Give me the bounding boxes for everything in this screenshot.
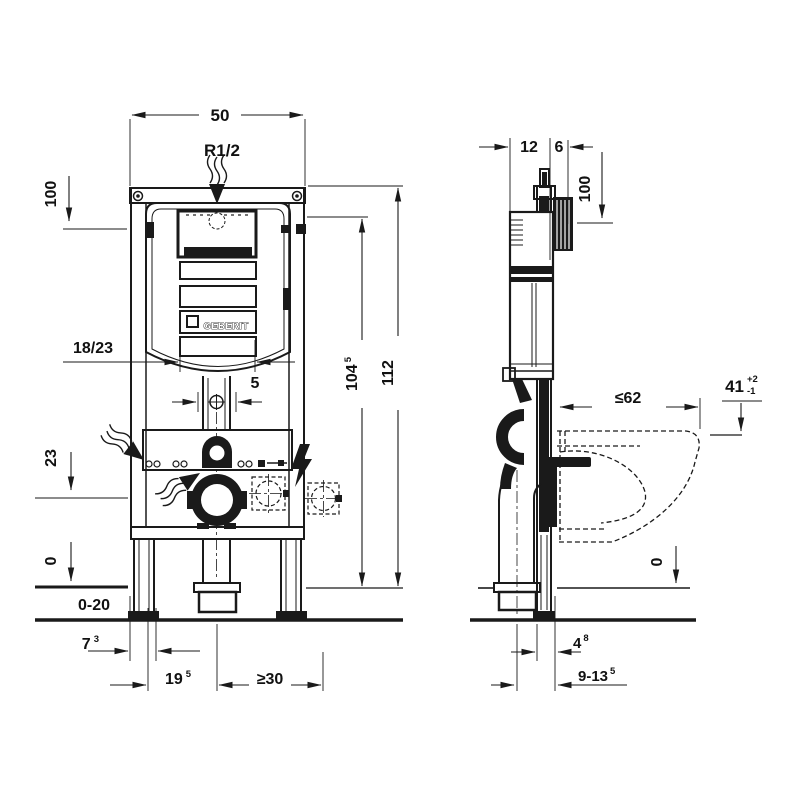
dim-total-height: 112 (308, 185, 403, 587)
dim-pipe-offset: 5 (172, 375, 262, 412)
dim-label: ≥30 (257, 671, 284, 688)
side-dimensions: 12 6 100 ≤62 41 +2 -1 0 (479, 138, 762, 691)
front-view: GEBERIT (98, 154, 342, 619)
fixing-bracket (296, 224, 306, 234)
dim-supply-height-side: 100 (577, 152, 613, 224)
dim-supply-height-front: 100 (43, 176, 127, 230)
dim-label: 12 (520, 139, 538, 156)
water-supply-icon (206, 154, 228, 205)
svg-text:1045: 1045 (343, 356, 361, 391)
access-shaft-segment (179, 261, 257, 280)
dim-frame-width: 50 (129, 106, 306, 186)
brand-name: GEBERIT (203, 321, 248, 332)
dim-label: 6 (555, 139, 564, 156)
electrical-connection-icon (291, 444, 312, 487)
wall-anchor-plate (305, 480, 342, 517)
bowl-mounting-rods (543, 457, 591, 467)
adjustable-foot (128, 540, 159, 619)
tolerance-plus: +2 (747, 374, 758, 385)
wc-bowl-outline (557, 430, 700, 543)
svg-text:9-135: 9-135 (578, 666, 616, 685)
cistern-side (502, 210, 555, 403)
tolerance-minus: -1 (747, 386, 756, 397)
svg-text:48: 48 (573, 633, 589, 652)
access-shaft-segment (179, 310, 257, 334)
dim-shaft-width: 18/23 (63, 340, 295, 372)
wall-mounting-plate (553, 197, 573, 251)
front-dimensions: 50 R1/2 100 18/23 5 23 (35, 106, 403, 691)
dim-label: 50 (211, 106, 230, 125)
mounting-block (549, 467, 557, 527)
concealed-cistern: GEBERIT (145, 202, 291, 372)
dim-zero-level-front: 0 (43, 542, 75, 582)
fixing-bracket (281, 225, 290, 233)
adjustable-foot (276, 540, 307, 619)
dim-label: 112 (380, 360, 397, 386)
drain-socket (193, 539, 241, 614)
dim-cistern-depth: 12 6 (479, 138, 593, 260)
logo-square-icon (186, 315, 199, 328)
outlet-elbow-side (493, 467, 542, 614)
svg-text:73: 73 (82, 634, 99, 653)
dim-outlet-height: 23 (35, 449, 128, 499)
dim-rim-height: 41 +2 -1 (722, 374, 762, 432)
corner-bolt (132, 190, 144, 202)
dim-label: 5 (251, 375, 260, 392)
floor-buildup-label: 0-20 (78, 597, 110, 614)
dim-cistern-height: 1045 (307, 216, 368, 587)
dim-label: 41 (725, 377, 744, 396)
dim-label: 100 (577, 176, 594, 203)
dim-zero-level-side: 0 (649, 546, 680, 584)
fixing-bracket (283, 288, 291, 310)
wc-outlet-bend (187, 474, 247, 529)
dim-label: 100 (43, 181, 60, 208)
access-shaft-segment (179, 285, 257, 308)
access-shaft-segment (179, 336, 257, 357)
supply-thread-label: R1/2 (204, 141, 240, 160)
supply-connection-port (208, 212, 226, 230)
flush-bend-side (496, 409, 525, 489)
floor-lines (35, 585, 696, 622)
dim-label: 23 (43, 449, 60, 467)
side-view (493, 168, 742, 619)
corner-bolt (291, 190, 303, 202)
dim-bowl-depth: ≤62 (559, 390, 701, 429)
supply-fitting-side (533, 168, 556, 200)
fixing-bracket (146, 222, 154, 238)
dim-label: 0 (649, 557, 666, 566)
dim-label: ≤62 (615, 390, 642, 407)
crossbar-fittings (145, 436, 287, 468)
dim-label: 0 (43, 556, 60, 565)
geberit-logo: GEBERIT (186, 315, 249, 332)
svg-text:195: 195 (165, 669, 192, 688)
dim-label: 18/23 (73, 340, 113, 357)
foot-plate-side (533, 611, 555, 619)
dim-anchor-distance: ≥30 (257, 652, 324, 691)
wall-anchor-plate (249, 474, 289, 513)
